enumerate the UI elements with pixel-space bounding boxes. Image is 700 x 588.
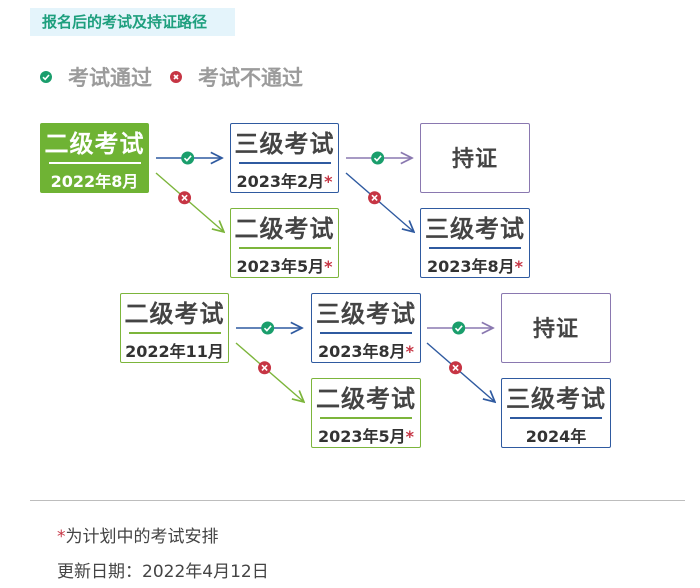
legend-pass-label: 考试通过 xyxy=(68,66,152,90)
exam-date: 2023年5月* xyxy=(236,257,333,276)
divider-line xyxy=(128,332,221,334)
exam-date: 2024年 xyxy=(525,427,587,446)
exam-date: 2023年8月* xyxy=(317,342,415,361)
legend-fail-label: 考试不通过 xyxy=(198,66,303,90)
check-icon xyxy=(261,321,275,335)
cross-icon xyxy=(170,71,182,83)
arrow-a2-fail xyxy=(345,172,414,232)
arrow-b1-fail xyxy=(235,342,304,402)
footer-note: *为计划中的考试安排 xyxy=(57,527,219,547)
exam-date: 2022年11月 xyxy=(125,342,224,361)
exam-box-a-fail2: 三级考试 2023年8月* xyxy=(420,208,530,278)
exam-box-start-a: 二级考试 2022年8月 xyxy=(40,123,149,193)
exam-name: 二级考试 xyxy=(234,215,335,243)
divider-line xyxy=(320,332,412,334)
cross-icon xyxy=(449,361,463,375)
check-icon xyxy=(181,151,195,165)
divider-line xyxy=(48,162,141,164)
exam-date: 2023年2月* xyxy=(236,172,333,191)
divider-line xyxy=(238,162,331,164)
exam-box-b-fail2: 三级考试 2024年 xyxy=(501,378,611,448)
check-icon xyxy=(40,71,52,83)
divider-line xyxy=(238,247,331,249)
path-arrows xyxy=(155,151,700,500)
check-icon xyxy=(371,151,385,165)
cert-label: 持证 xyxy=(532,316,579,342)
exam-name: 三级考试 xyxy=(506,385,606,413)
cross-icon xyxy=(178,191,192,205)
section-title: 报名后的考试及持证路径 xyxy=(30,8,235,36)
exam-box-b-pass: 三级考试 2023年8月* xyxy=(311,293,421,363)
exam-name: 三级考试 xyxy=(425,215,525,243)
divider-line xyxy=(510,417,602,419)
exam-box-a-pass: 三级考试 2023年2月* xyxy=(230,123,339,193)
cert-box-b: 持证 xyxy=(501,293,611,363)
arrow-a1-fail xyxy=(155,172,224,232)
exam-name: 二级考试 xyxy=(316,385,416,413)
exam-date: 2022年8月 xyxy=(50,172,139,191)
exam-box-b-fail: 二级考试 2023年5月* xyxy=(311,378,421,448)
exam-name: 二级考试 xyxy=(124,300,225,328)
exam-name: 三级考试 xyxy=(234,130,335,158)
cross-icon xyxy=(368,191,382,205)
exam-box-start-b: 二级考试 2022年11月 xyxy=(120,293,229,363)
cert-box-a: 持证 xyxy=(420,123,530,193)
cross-icon xyxy=(258,361,272,375)
exam-box-a-fail: 二级考试 2023年5月* xyxy=(230,208,339,278)
arrow-b2-fail xyxy=(426,342,495,402)
footer-divider xyxy=(30,500,685,501)
check-icon xyxy=(452,321,466,335)
exam-date: 2023年8月* xyxy=(426,257,524,276)
cert-label: 持证 xyxy=(451,146,498,172)
update-date: 更新日期：2022年4月12日 xyxy=(57,562,269,582)
exam-name: 三级考试 xyxy=(316,300,416,328)
divider-line xyxy=(320,417,412,419)
legend: 考试通过 考试不通过 xyxy=(40,62,321,92)
exam-name: 二级考试 xyxy=(44,130,145,158)
exam-date: 2023年5月* xyxy=(317,427,415,446)
divider-line xyxy=(429,247,521,249)
